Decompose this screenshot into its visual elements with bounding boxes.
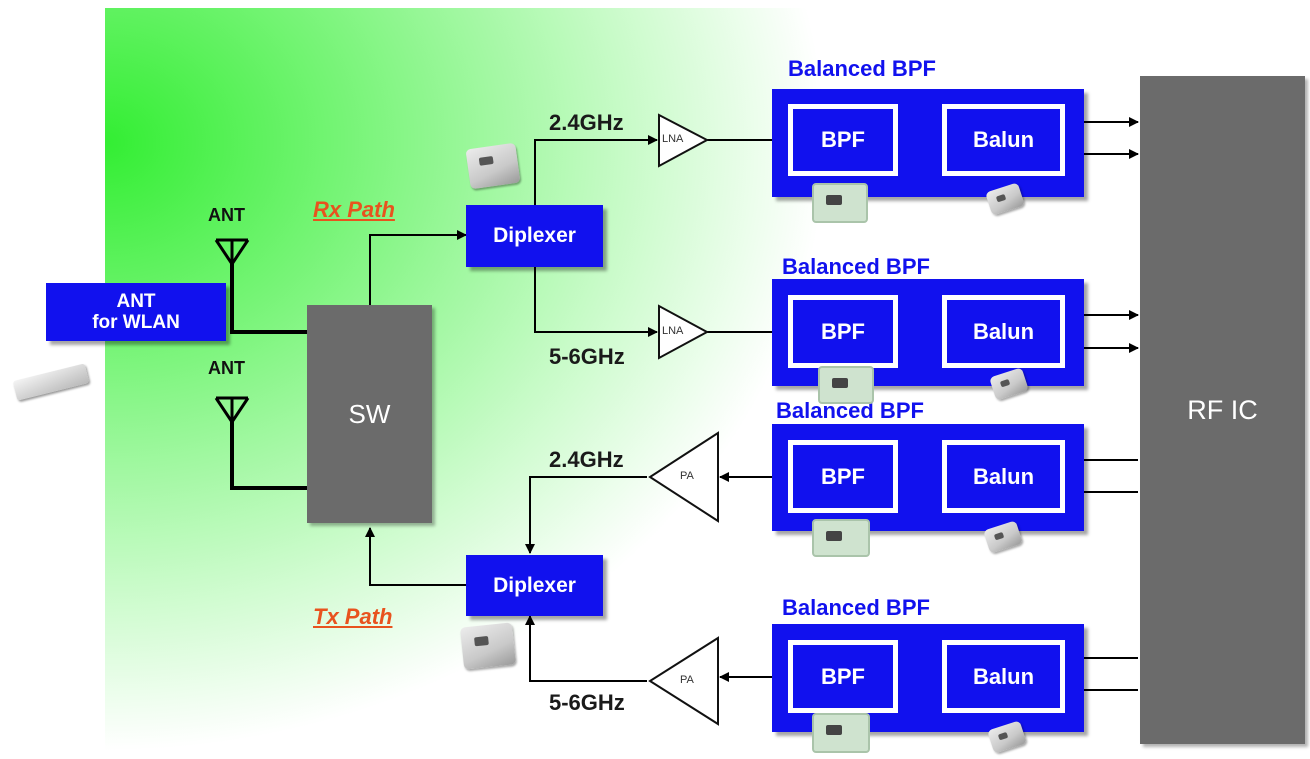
balun-label-2: Balun	[972, 318, 1035, 344]
pa-amplifier-icon	[648, 431, 719, 523]
rx-freq-56-label: 5-6GHz	[549, 344, 625, 369]
bpf-block-1: BPF	[788, 104, 898, 176]
bpf-pcb-image-1	[812, 183, 868, 223]
bpf-pcb-image-3	[812, 519, 870, 557]
rx-path-label: Rx Path	[313, 197, 395, 222]
rx-diplexer: Diplexer	[466, 205, 603, 267]
lna-label-24: LNA	[662, 133, 684, 145]
balanced-bpf-title-1: Balanced BPF	[788, 56, 936, 81]
tx-freq-24-label: 2.4GHz	[549, 447, 624, 472]
balun-block-2: Balun	[942, 295, 1065, 368]
antenna-icon	[214, 396, 250, 425]
bpf-label-3: BPF	[821, 463, 865, 489]
tx-freq-56-label: 5-6GHz	[549, 690, 625, 715]
rx-diplexer-chip-image	[465, 142, 521, 190]
lna-amplifier-icon	[658, 304, 710, 360]
ant-wlan-line1: ANT	[116, 291, 156, 312]
balun-block-1: Balun	[942, 104, 1065, 176]
lna-label-56: LNA	[662, 325, 684, 337]
sw-label: SW	[348, 398, 391, 429]
pa-amplifier-icon	[648, 636, 719, 726]
bpf-block-4: BPF	[788, 640, 898, 713]
rx-freq-24-label: 2.4GHz	[549, 110, 624, 135]
rx-diplexer-label: Diplexer	[493, 224, 576, 247]
bpf-block-3: BPF	[788, 440, 898, 513]
ant-label-top: ANT	[208, 205, 245, 225]
bpf-block-2: BPF	[788, 295, 898, 368]
antenna-icon	[214, 238, 250, 267]
tx-diplexer-chip-image	[459, 622, 517, 670]
balun-label-1: Balun	[972, 127, 1035, 152]
ant-label-bottom: ANT	[208, 358, 245, 378]
switch-block: SW	[307, 305, 432, 523]
tx-diplexer: Diplexer	[466, 555, 603, 616]
rf-ic-label: RF IC	[1187, 394, 1258, 425]
rf-ic-block: RF IC	[1140, 76, 1305, 744]
bpf-label-1: BPF	[821, 127, 865, 152]
bpf-label-4: BPF	[821, 663, 865, 689]
ant-wlan-block: ANT for WLAN	[46, 283, 226, 341]
balun-label-3: Balun	[972, 463, 1035, 489]
balun-block-3: Balun	[942, 440, 1065, 513]
balanced-bpf-title-4: Balanced BPF	[782, 595, 930, 620]
pa-label-56: PA	[680, 674, 694, 686]
ant-wlan-line2: for WLAN	[92, 312, 180, 333]
balun-label-4: Balun	[972, 663, 1035, 689]
green-gradient-background	[105, 8, 1305, 756]
balun-block-4: Balun	[942, 640, 1065, 713]
bpf-pcb-image-2	[818, 366, 874, 404]
tx-path-label: Tx Path	[313, 604, 393, 629]
wlan-antenna-chip-image	[10, 362, 94, 402]
balanced-bpf-title-2: Balanced BPF	[782, 254, 930, 279]
tx-diplexer-label: Diplexer	[493, 573, 576, 597]
pa-label-24: PA	[680, 470, 694, 482]
bpf-label-2: BPF	[821, 318, 865, 344]
lna-amplifier-icon	[658, 113, 710, 168]
bpf-pcb-image-4	[812, 713, 870, 753]
